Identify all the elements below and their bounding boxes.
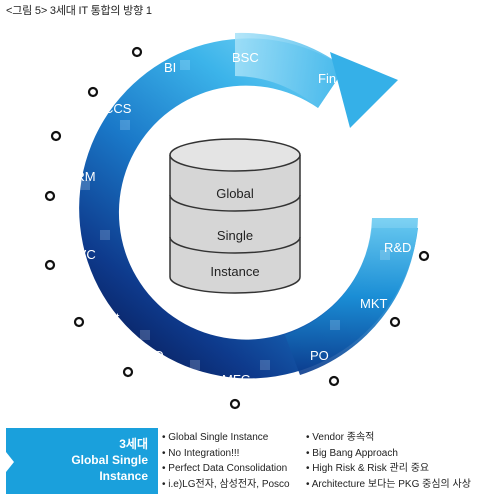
panel-title-line2: Global Single bbox=[71, 453, 148, 467]
database-cylinder bbox=[169, 138, 301, 294]
node-dot bbox=[131, 46, 143, 58]
bullet-item: Big Bang Approach bbox=[306, 446, 471, 462]
bullet-item: Vendor 종속적 bbox=[306, 430, 471, 446]
bullet-item: Perfect Data Consolidation bbox=[162, 461, 290, 477]
panel-title-line1: 3세대 bbox=[119, 437, 148, 451]
label-bi: BI bbox=[164, 60, 176, 75]
label-crm: CRM bbox=[66, 169, 96, 184]
bullet-item: Architecture 보다는 PKG 중심의 사상 bbox=[306, 477, 471, 493]
cycle-arrow-head bbox=[330, 52, 398, 128]
db-label-global: Global bbox=[216, 186, 254, 201]
label-mfg: MFG bbox=[222, 372, 251, 387]
label-rnd: R&D bbox=[384, 240, 411, 255]
label-po: PO bbox=[310, 348, 329, 363]
label-dist: Dist bbox=[97, 310, 120, 325]
figure-caption: <그림 5> 3세대 IT 통합의 방향 1 bbox=[6, 5, 152, 17]
label-mkt: MKT bbox=[360, 296, 388, 311]
node-dot bbox=[328, 375, 340, 387]
ring-band-top bbox=[235, 32, 345, 109]
label-bsc: BSC bbox=[232, 50, 259, 65]
db-label-single: Single bbox=[217, 228, 253, 243]
bullet-item: i.e)LG전자, 삼성전자, Posco bbox=[162, 477, 289, 493]
ring-band-right bbox=[285, 218, 418, 375]
integration-cycle-diagram: BI BSC Fin CCS CRM SVC Dist SO MFG PO MK… bbox=[44, 32, 430, 410]
label-ccs: CCS bbox=[104, 101, 132, 116]
panel-title: 3세대 Global Single Instance bbox=[71, 436, 148, 484]
mosaic-texture bbox=[80, 60, 390, 370]
db-label-instance: Instance bbox=[210, 264, 259, 279]
panel-notch bbox=[6, 452, 14, 472]
generation-panel: 3세대 Global Single Instance bbox=[6, 428, 158, 494]
node-dot bbox=[73, 316, 85, 328]
node-dot bbox=[122, 366, 134, 378]
bullet-list-left: Global Single Instance No Integration!!!… bbox=[162, 430, 290, 493]
node-dot bbox=[389, 316, 401, 328]
ring-dots bbox=[44, 46, 430, 410]
bullet-item: Global Single Instance bbox=[162, 430, 290, 446]
bullet-item: No Integration!!! bbox=[162, 446, 290, 462]
node-dot bbox=[50, 130, 62, 142]
node-dot bbox=[87, 86, 99, 98]
bullet-list-right: Vendor 종속적 Big Bang Approach High Risk &… bbox=[306, 430, 471, 492]
node-dot bbox=[44, 190, 56, 202]
bullet-item: High Risk & Risk 관리 중요 bbox=[306, 461, 471, 477]
label-so: SO bbox=[145, 348, 164, 363]
label-fin: Fin bbox=[318, 71, 336, 86]
node-dot bbox=[229, 398, 241, 410]
panel-title-line3: Instance bbox=[99, 469, 148, 483]
node-dot bbox=[44, 259, 56, 271]
label-svc: SVC bbox=[69, 247, 96, 262]
node-dot bbox=[418, 250, 430, 262]
